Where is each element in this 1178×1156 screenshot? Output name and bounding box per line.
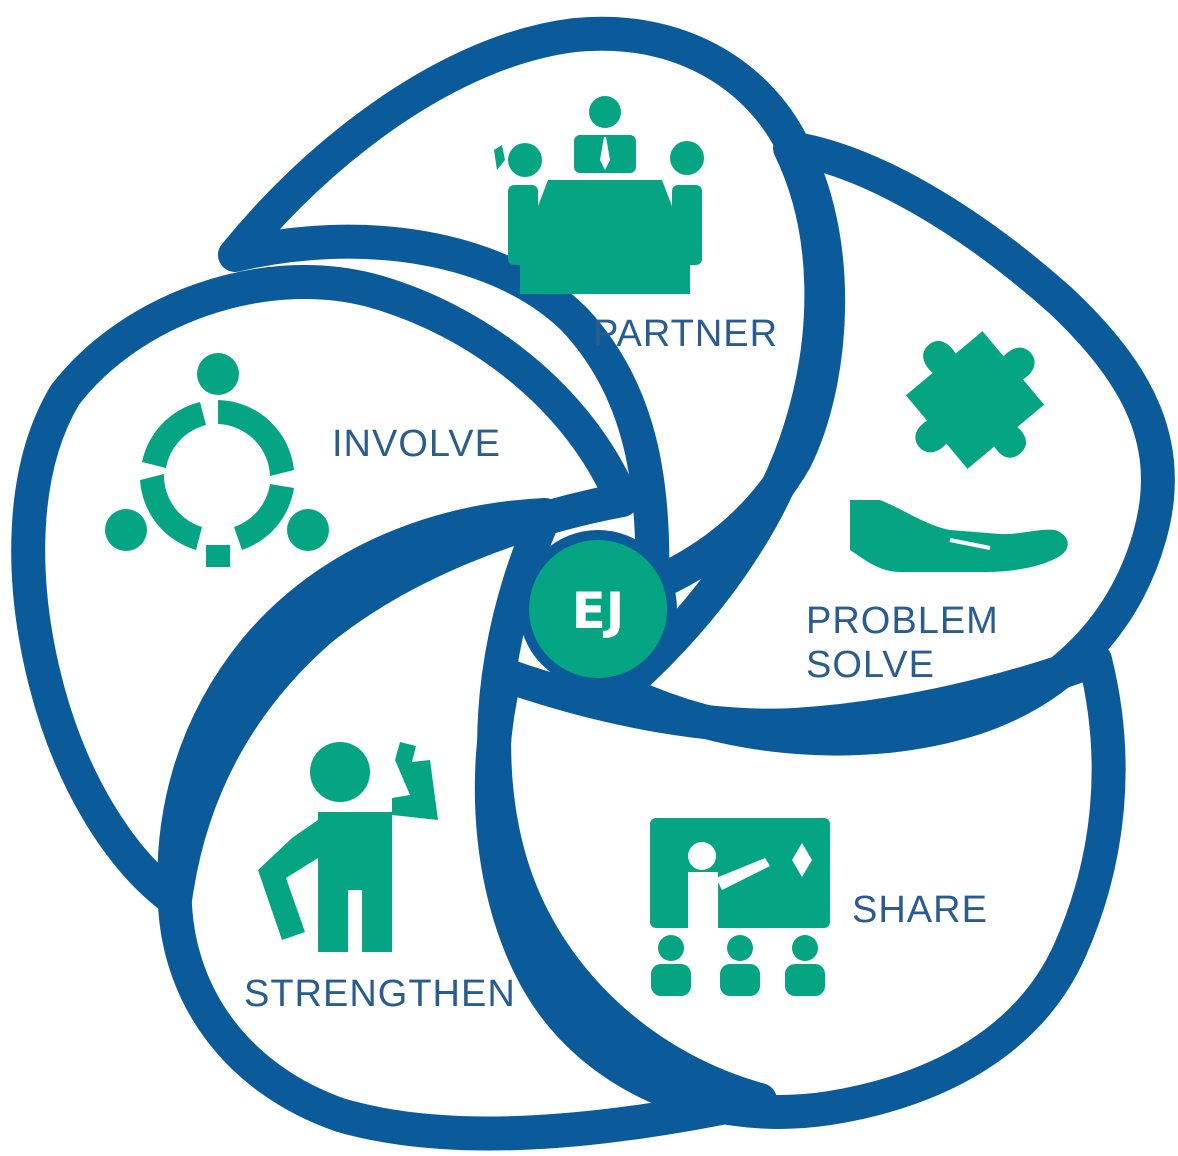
share-label: SHARE <box>852 889 988 931</box>
hub-label: EJ <box>572 582 625 640</box>
problemsolve-label-line1: PROBLEM <box>806 600 999 642</box>
petal-outlines <box>11 16 1175 1151</box>
people-circle-icon <box>105 353 329 567</box>
petal-involve-outline <box>11 265 639 917</box>
partner-label: PARTNER <box>593 313 778 355</box>
puzzle-hand-icon <box>850 331 1068 572</box>
involve-label: INVOLVE <box>332 423 501 465</box>
flexing-person-icon <box>258 742 438 952</box>
presentation-board-icon <box>650 818 830 996</box>
petal-partner-outline <box>218 16 846 602</box>
hub: EJ <box>519 530 677 688</box>
problemsolve-label-line2: SOLVE <box>806 644 935 686</box>
strengthen-label: STRENGTHEN <box>244 973 516 1015</box>
meeting-table-icon <box>494 96 704 294</box>
petal-strengthen-outline <box>157 498 777 1151</box>
hub-circle <box>519 530 677 688</box>
